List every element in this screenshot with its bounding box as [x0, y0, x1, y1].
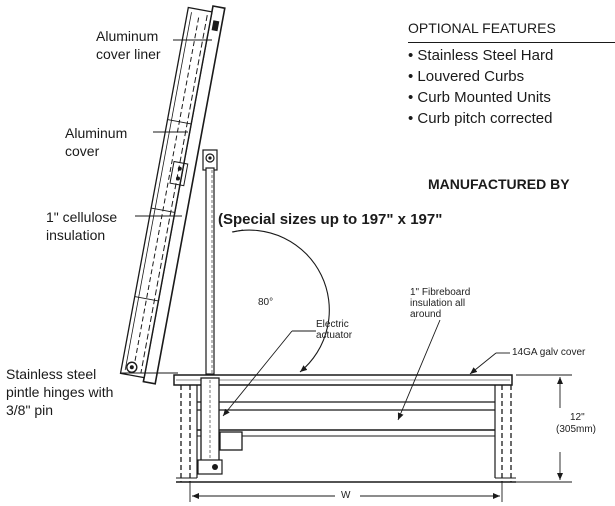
label-angle: 80°	[258, 297, 274, 308]
label-width: W	[341, 490, 351, 501]
feature-item: Curb pitch corrected	[408, 108, 615, 129]
label-pintle-hinges: Stainless steel pintle hinges with 3/8" …	[6, 366, 114, 418]
leader-lines	[120, 39, 510, 421]
open-cover	[119, 5, 226, 385]
label-height: 12"	[570, 412, 585, 423]
feature-item: Louvered Curbs	[408, 66, 615, 87]
feature-item: Curb Mounted Units	[408, 87, 615, 108]
angle-arc	[231, 229, 330, 373]
special-sizes: (Special sizes up to 197" x 197"	[218, 211, 443, 228]
label-fibreboard: 1" Fibreboard insulation all around	[410, 287, 471, 320]
optional-features-heading: OPTIONAL FEATURES	[408, 18, 615, 43]
actuator-rod	[205, 167, 215, 375]
curb-frame	[173, 374, 516, 483]
manufactured-by: MANUFACTURED BY	[428, 176, 570, 192]
actuator-pivot	[202, 149, 218, 171]
optional-features-list: Stainless Steel Hard Louvered Curbs Curb…	[408, 45, 615, 129]
optional-features: OPTIONAL FEATURES Stainless Steel Hard L…	[408, 18, 615, 129]
actuator-body	[197, 377, 243, 475]
label-aluminum-cover-liner: Aluminum cover liner	[96, 28, 161, 62]
label-electric-actuator: Electric actuator	[316, 319, 353, 341]
width-dimension	[189, 482, 503, 502]
label-galv-cover: 14GA galv cover	[512, 347, 586, 358]
height-dimension	[516, 374, 572, 483]
label-height-mm: (305mm)	[556, 424, 597, 435]
feature-item: Stainless Steel Hard	[408, 45, 615, 66]
label-cellulose-insulation: 1" cellulose insulation	[46, 209, 118, 243]
label-aluminum-cover: Aluminum cover	[65, 125, 128, 159]
